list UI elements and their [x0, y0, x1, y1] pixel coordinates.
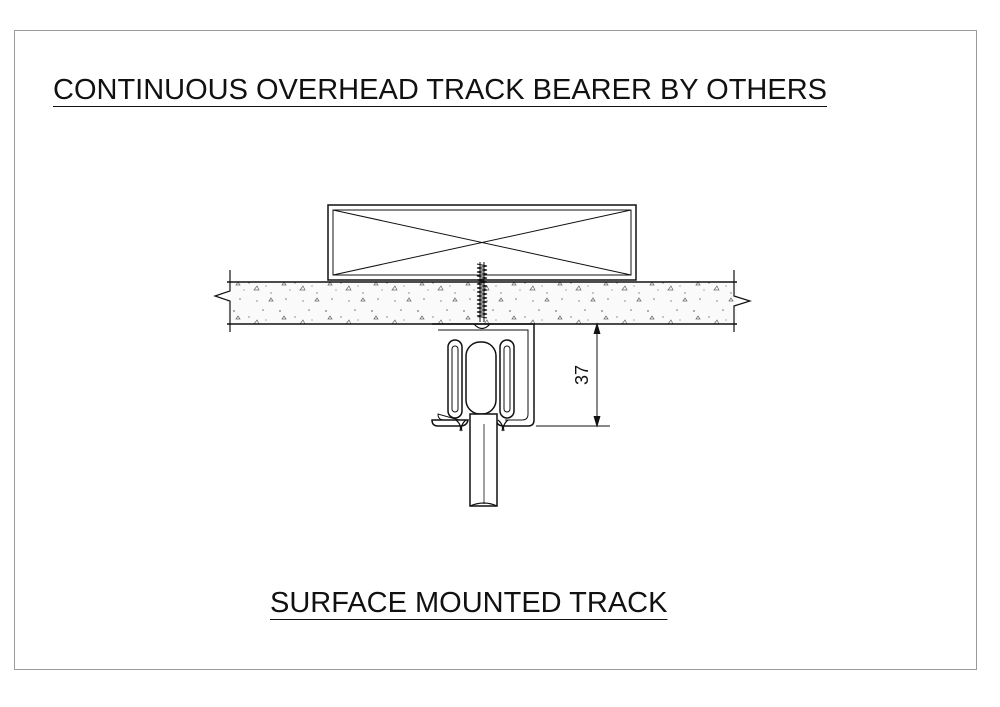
track-lips — [455, 419, 509, 432]
track-profile — [431, 323, 535, 427]
drawing-frame — [14, 30, 977, 670]
header-label: CONTINUOUS OVERHEAD TRACK BEARER BY OTHE… — [53, 74, 828, 106]
footer-label: SURFACE MOUNTED TRACK — [270, 587, 668, 619]
hanger-bolt — [469, 413, 498, 507]
trolley-wheels — [447, 339, 515, 419]
dimension-label: 37 — [572, 365, 592, 385]
fixing-screw — [476, 262, 488, 322]
dimension-37 — [536, 322, 610, 428]
